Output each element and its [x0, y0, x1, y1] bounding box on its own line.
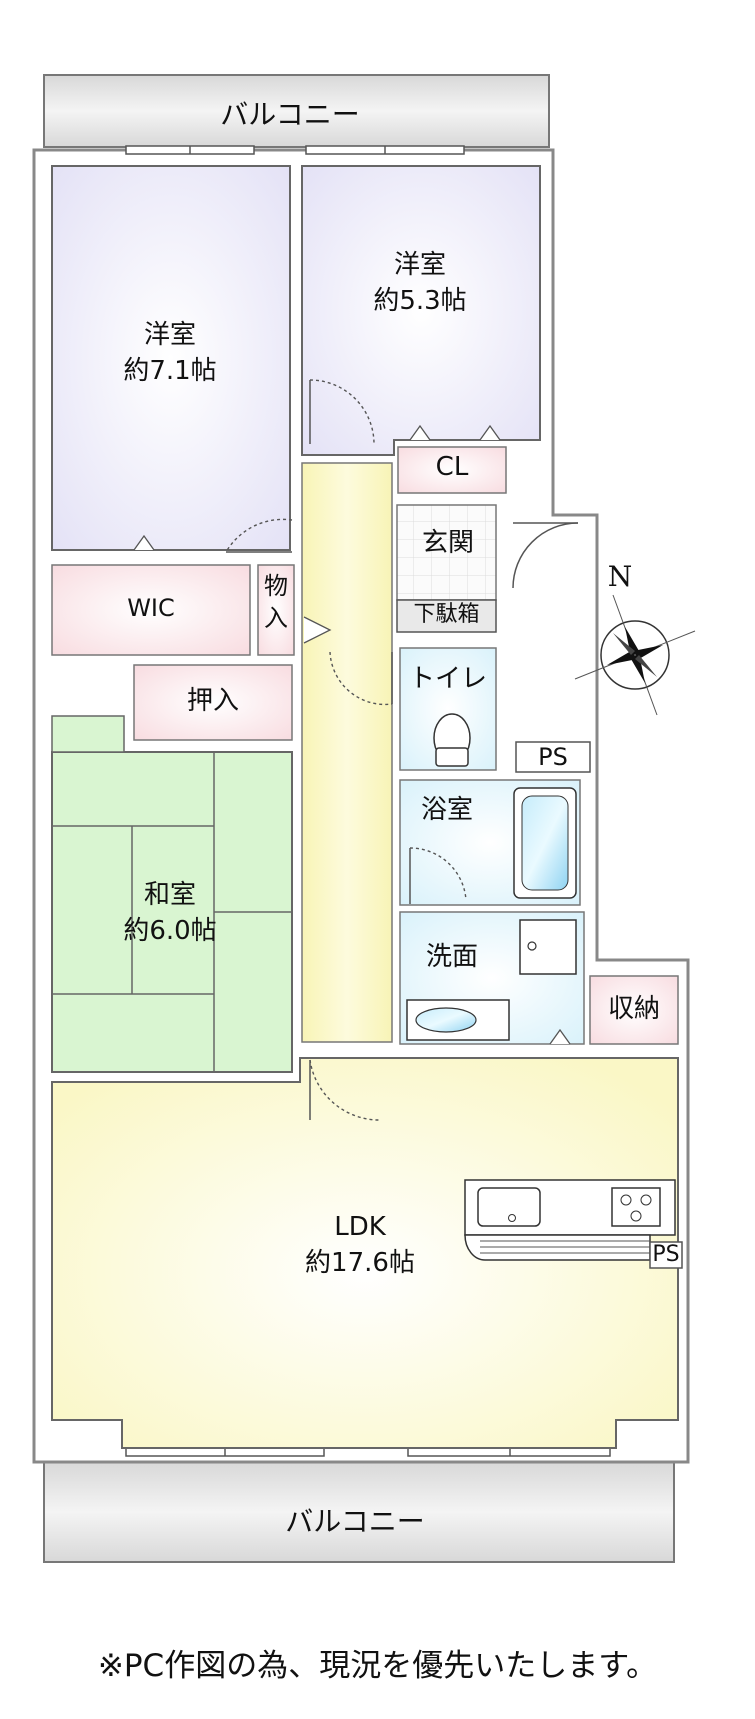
washing-machine-drain	[527, 941, 537, 951]
western-room-2-size: 約5.3帖	[373, 286, 467, 316]
disclaimer-note: ※PC作図の為、現況を優先いたします。	[97, 1648, 658, 1684]
doors	[225, 379, 467, 1121]
western-room-1	[51, 165, 291, 551]
western-room-2	[301, 165, 541, 456]
shoe-box	[396, 599, 497, 633]
toilet-label: トイレ	[408, 664, 487, 694]
compass-north-label: N	[607, 560, 633, 593]
ldk-size: 約17.6帖	[305, 1248, 415, 1278]
closet-label: CL	[435, 452, 469, 482]
ldk-name: LDK	[334, 1212, 386, 1242]
door-leaves	[226, 380, 411, 1120]
bathtub-basin	[521, 795, 569, 891]
oshiire	[133, 664, 293, 741]
shoe-box-label: 下駄箱	[413, 602, 480, 627]
closet-doors	[133, 424, 571, 1045]
balcony-bottom	[43, 1461, 675, 1563]
ps-lower	[649, 1241, 683, 1269]
closet	[397, 446, 507, 494]
balcony-top	[43, 74, 550, 148]
ldk	[51, 1057, 679, 1449]
storage-small	[257, 564, 295, 656]
western-room-1-name: 洋室	[143, 320, 196, 350]
japanese-room	[51, 715, 293, 1073]
bathroom-label: 浴室	[420, 795, 473, 825]
corridor	[301, 462, 393, 1043]
windows-top	[125, 145, 465, 155]
balcony-bottom-label: バルコニー	[285, 1505, 425, 1538]
wic-label: WIC	[127, 594, 175, 622]
ps-upper	[515, 741, 591, 773]
entrance-floor	[396, 504, 497, 601]
storage	[589, 975, 679, 1045]
kitchen-counter	[464, 1179, 676, 1261]
toilet-bowl	[433, 713, 471, 767]
western-room-1-size: 約7.1帖	[123, 356, 217, 386]
balcony-top-label: バルコニー	[220, 98, 360, 131]
compass-icon	[574, 594, 696, 716]
entrance-door	[512, 522, 579, 589]
japanese-room-size: 約6.0帖	[123, 916, 217, 946]
western-room-2-name: 洋室	[393, 250, 446, 280]
ps-lower-label: PS	[652, 1242, 680, 1267]
entrance-label: 玄関	[421, 528, 474, 558]
ps-upper-label: PS	[538, 743, 568, 771]
storage-small-label-2: 入	[264, 604, 288, 632]
oshiire-label: 押入	[186, 686, 239, 716]
storage-small-label-1: 物	[264, 572, 288, 600]
floor-plan	[32, 74, 696, 1563]
washroom-label: 洗面	[425, 942, 478, 972]
japanese-room-name: 和室	[143, 880, 196, 910]
wic	[51, 564, 251, 656]
storage-label: 収納	[607, 994, 660, 1024]
wash-basin	[415, 1007, 477, 1033]
